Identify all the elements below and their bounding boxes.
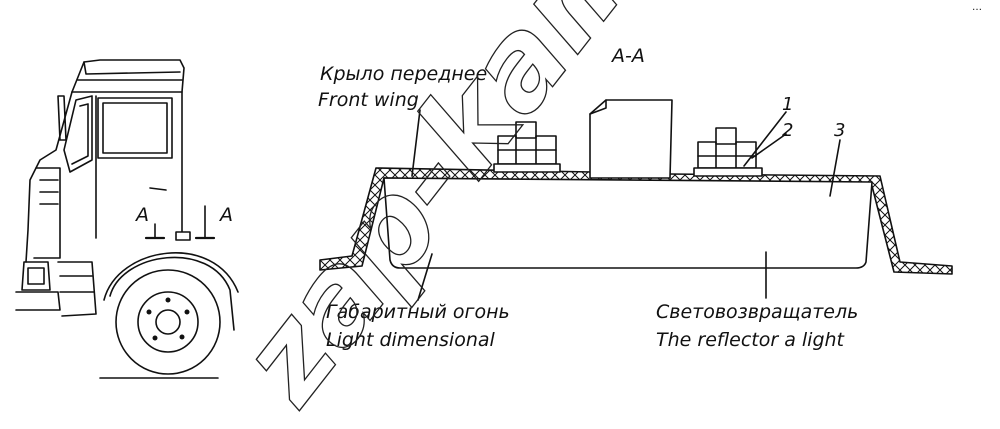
corner-mark: … [972,2,982,13]
truck-cab-drawing: A A [15,59,239,379]
lamp-top-block [589,99,673,179]
leader-3 [829,139,841,197]
label-reflector-ru: Световозвращатель [656,301,858,323]
label-front-wing-ru: Крыло переднее [320,63,487,85]
label-reflector-en: The reflector a light [656,329,846,351]
callout-2: 2 [782,120,793,141]
label-light-en: Light dimensional [326,329,496,351]
leader-light [417,253,433,301]
label-front-wing-en: Front wing [318,89,419,111]
callout-3: 3 [834,120,845,141]
section-mark-right: A [218,204,233,226]
label-light-ru: Габаритный огонь [326,301,510,323]
section-mark-left: A [134,204,149,226]
leader-1 [743,111,787,167]
leader-front-wing [411,109,421,177]
right-nut [697,141,757,169]
leader-2 [751,133,787,159]
section-title: A-A [610,45,645,67]
section-aa-drawing: A-A Крыло переднее Front wing Габаритный… [318,45,953,351]
callout-1: 1 [782,94,793,115]
lamp-body [383,177,873,269]
